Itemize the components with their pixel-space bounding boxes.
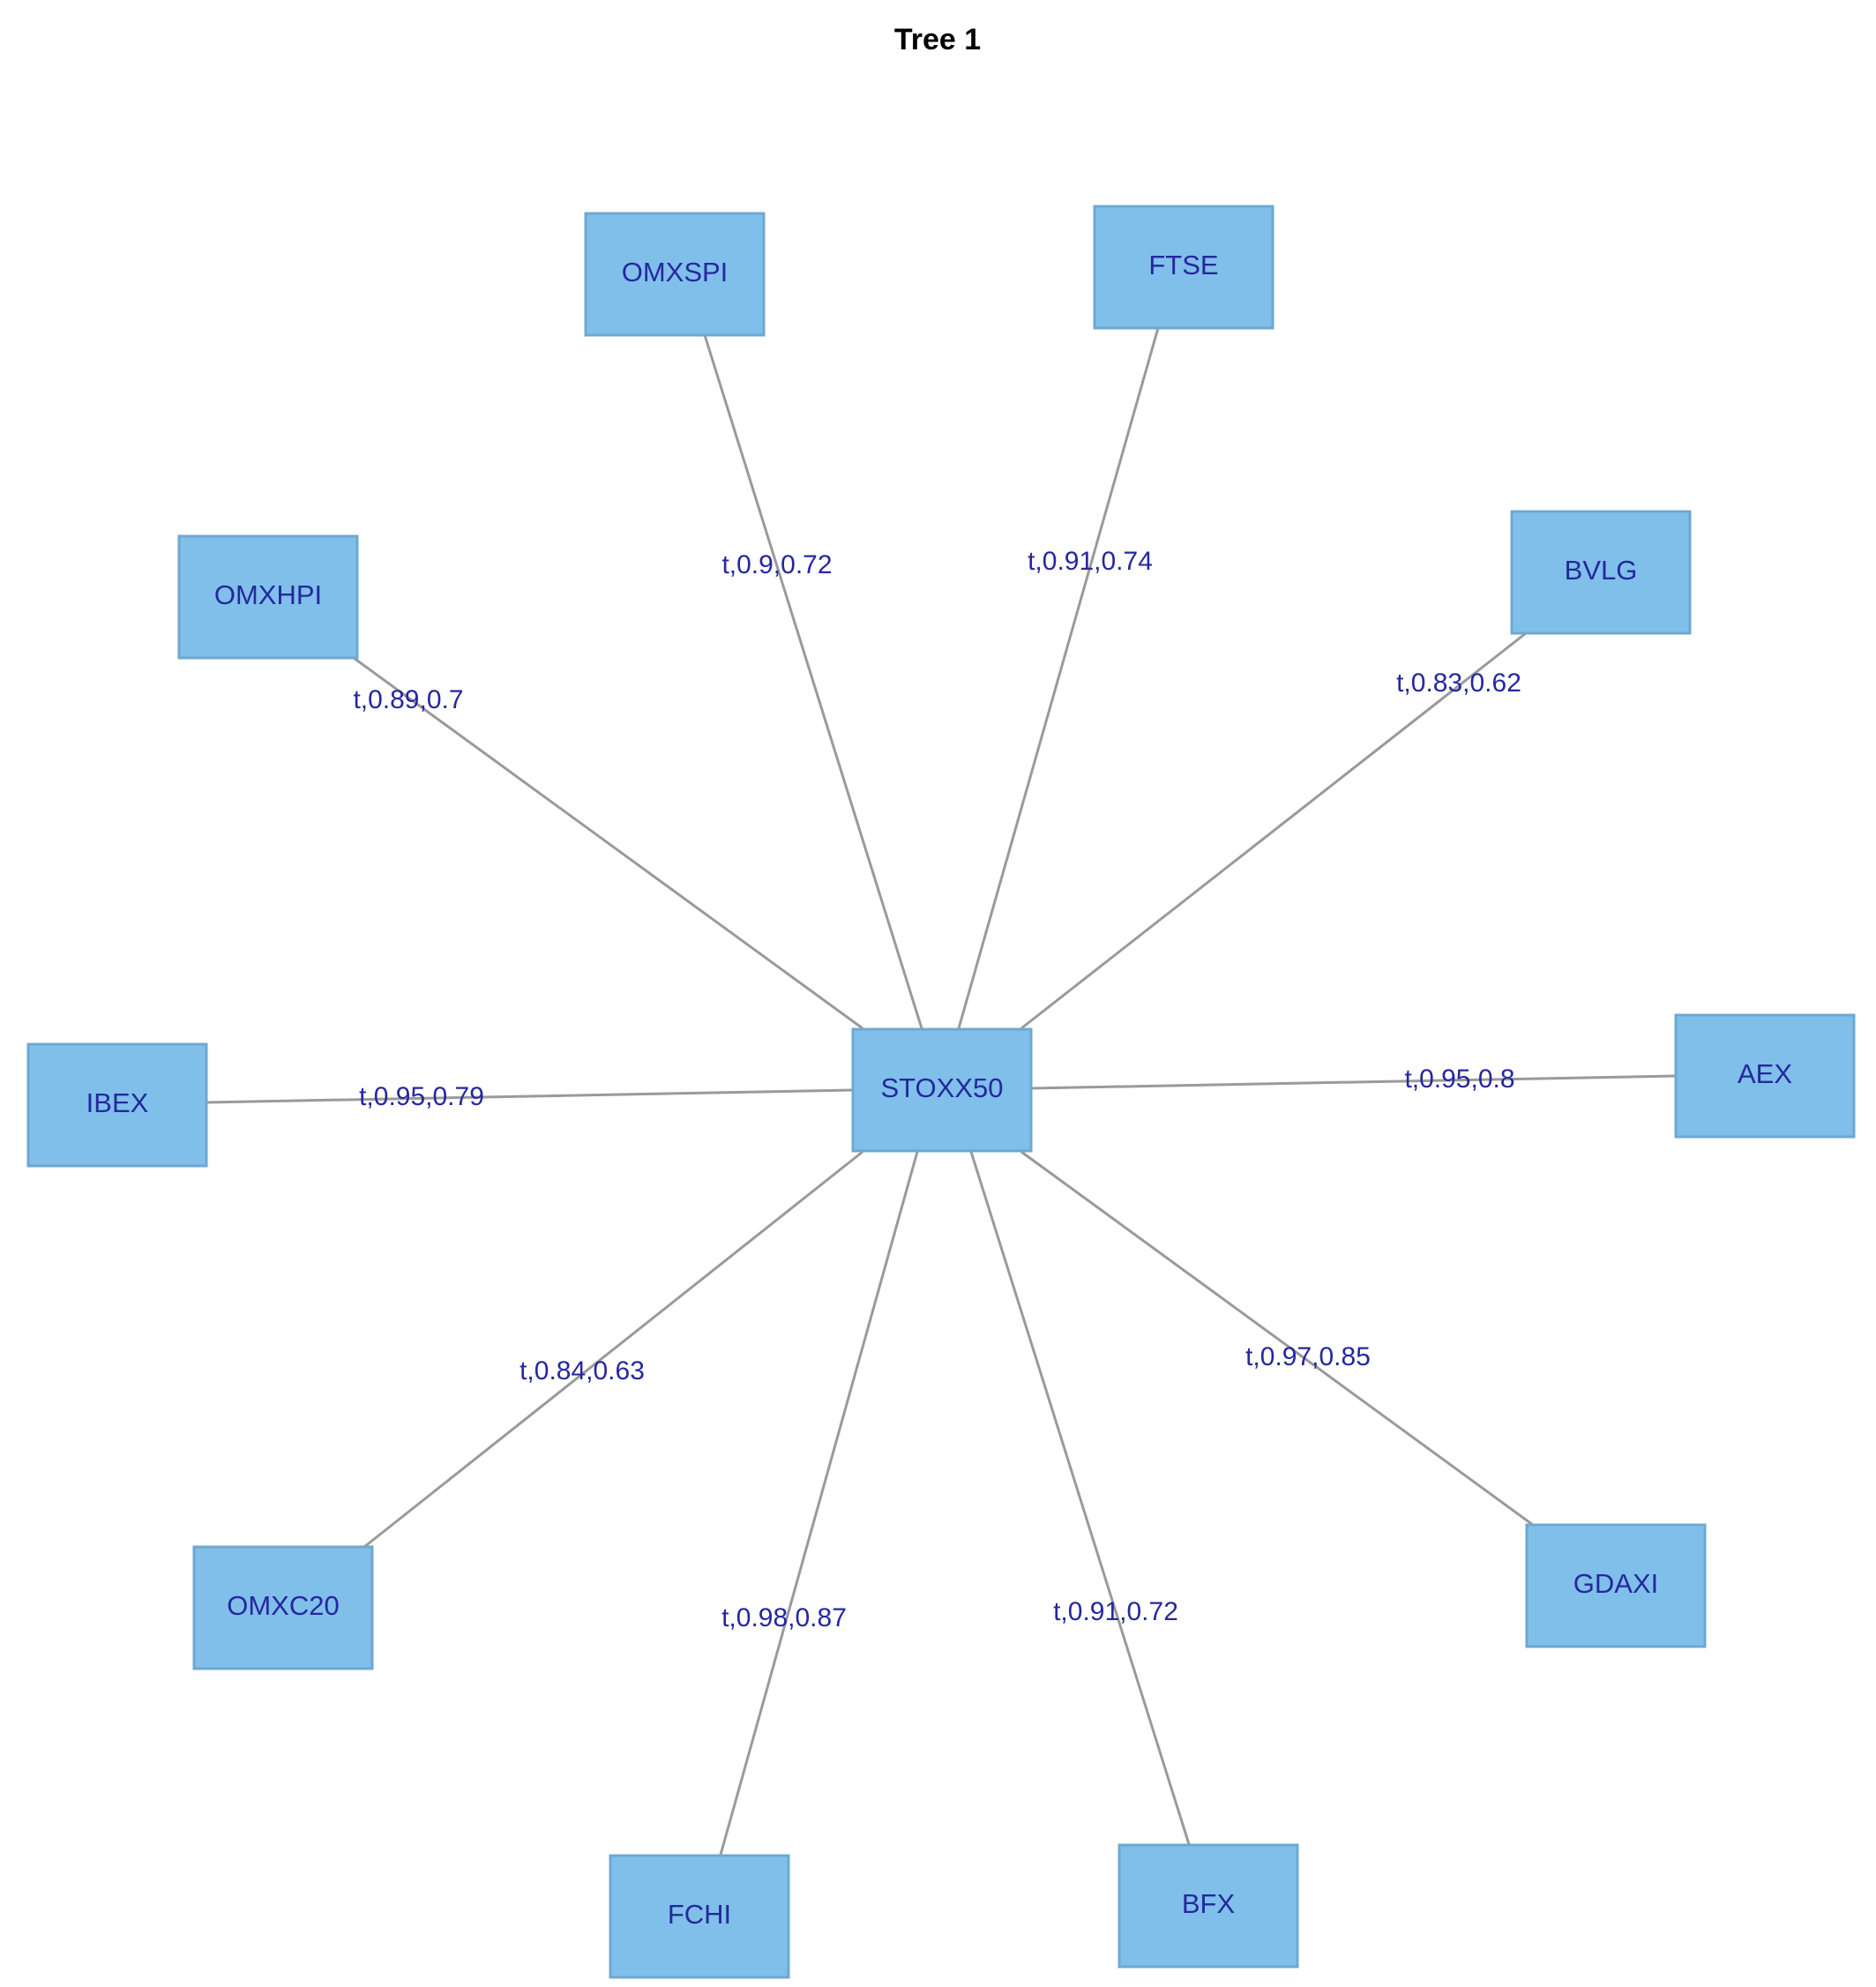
- node-label-ftse: FTSE: [1148, 250, 1218, 280]
- node-ftse: FTSE: [1093, 205, 1274, 330]
- node-box-fchi: [609, 1854, 790, 1979]
- edge-stoxx50-fchi: [719, 1151, 919, 1856]
- node-box-omxspi: [584, 212, 766, 337]
- edge-stoxx50-gdaxi: [1020, 1150, 1534, 1527]
- node-box-omxc20: [192, 1545, 374, 1670]
- edge-label-aex: t,0.95,0.8: [1404, 1064, 1514, 1094]
- node-omxc20: OMXC20: [192, 1545, 374, 1670]
- node-omxspi: OMXSPI: [584, 212, 766, 337]
- edge-label-fchi: t,0.98,0.87: [721, 1603, 847, 1632]
- node-box-gdaxi: [1525, 1523, 1707, 1648]
- node-ibex: IBEX: [26, 1042, 208, 1168]
- node-aex: AEX: [1674, 1013, 1856, 1139]
- node-box-ibex: [26, 1042, 208, 1168]
- edge-label-gdaxi: t,0.97,0.85: [1245, 1342, 1371, 1371]
- edge-stoxx50-omxspi: [703, 334, 923, 1029]
- node-label-bfx: BFX: [1182, 1888, 1236, 1919]
- nodes-layer: STOXX50 OMXSPI FTSE OMXHPI BVLG IBEX AEX OMXC20…: [26, 205, 1856, 1979]
- edge-stoxx50-ftse: [957, 327, 1160, 1029]
- node-label-stoxx50: STOXX50: [880, 1072, 1003, 1103]
- node-gdaxi: GDAXI: [1525, 1523, 1707, 1648]
- node-label-omxc20: OMXC20: [227, 1590, 339, 1621]
- edge-label-bvlg: t,0.83,0.62: [1396, 669, 1521, 698]
- node-box-ftse: [1093, 205, 1274, 330]
- node-fchi: FCHI: [609, 1854, 790, 1979]
- node-label-bvlg: BVLG: [1565, 555, 1638, 586]
- edge-stoxx50-aex: [1030, 1074, 1677, 1090]
- node-label-fchi: FCHI: [668, 1899, 731, 1930]
- node-label-gdaxi: GDAXI: [1573, 1568, 1658, 1599]
- edge-stoxx50-ibex: [206, 1088, 854, 1104]
- diagram-title: Tree 1: [894, 23, 981, 56]
- node-omxhpi: OMXHPI: [177, 534, 359, 660]
- node-bfx: BFX: [1117, 1843, 1299, 1968]
- node-box-stoxx50: [851, 1027, 1033, 1153]
- edge-stoxx50-bvlg: [1020, 631, 1527, 1030]
- edge-label-omxspi: t,0.9,0.72: [721, 550, 832, 579]
- edge-labels-layer: t,0.9,0.72 t,0.91,0.74 t,0.89,0.7 t,0.83,0.…: [353, 547, 1521, 1632]
- edge-stoxx50-omxhpi: [353, 656, 863, 1030]
- edge-stoxx50-bfx: [969, 1151, 1191, 1845]
- node-label-omxspi: OMXSPI: [622, 257, 729, 288]
- node-bvlg: BVLG: [1510, 510, 1692, 635]
- node-label-aex: AEX: [1738, 1058, 1792, 1089]
- edges-layer: [206, 327, 1677, 1856]
- edge-label-ibex: t,0.95,0.79: [359, 1082, 484, 1111]
- node-box-bfx: [1117, 1843, 1299, 1968]
- edge-label-omxc20: t,0.84,0.63: [519, 1356, 645, 1386]
- node-label-omxhpi: OMXHPI: [214, 579, 322, 610]
- edge-label-ftse: t,0.91,0.74: [1028, 547, 1153, 576]
- node-label-ibex: IBEX: [86, 1087, 149, 1118]
- node-stoxx50: STOXX50: [851, 1027, 1033, 1153]
- edge-stoxx50-omxc20: [363, 1150, 863, 1549]
- node-box-omxhpi: [177, 534, 359, 660]
- edge-label-omxhpi: t,0.89,0.7: [353, 685, 463, 714]
- edge-label-bfx: t,0.91,0.72: [1053, 1597, 1178, 1626]
- node-box-bvlg: [1510, 510, 1692, 635]
- node-box-aex: [1674, 1013, 1856, 1139]
